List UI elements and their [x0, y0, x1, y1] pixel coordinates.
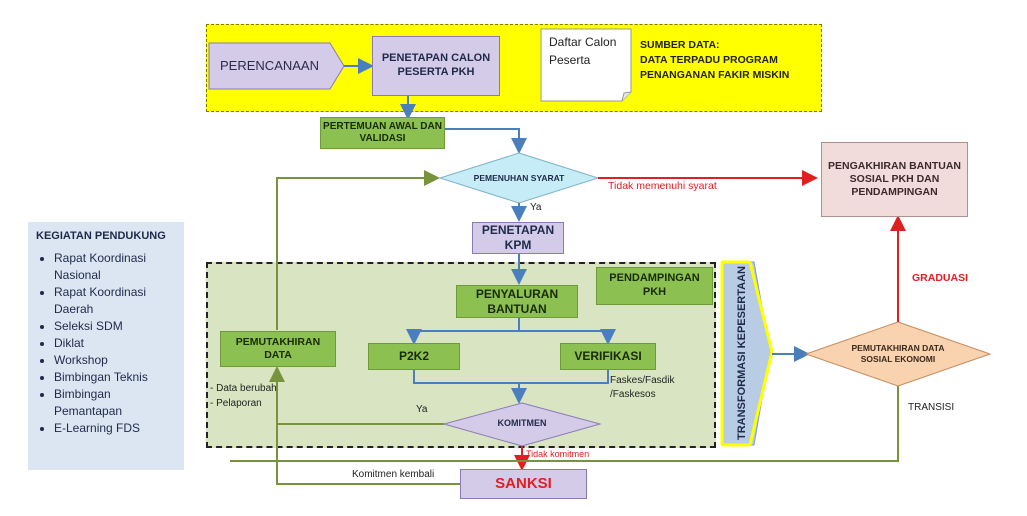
pemutakhiran-data-box: PEMUTAKHIRAN DATA	[220, 331, 336, 367]
ya-label-2: Ya	[416, 404, 428, 415]
list-item: Workshop	[54, 352, 176, 369]
pemutakhiran-note-1: - Data berubah	[210, 383, 277, 394]
list-item: Bimbingan Teknis	[54, 369, 176, 386]
kegiatan-pendukung-panel: KEGIATAN PENDUKUNG Rapat Koordinasi Nasi…	[28, 222, 184, 470]
penyaluran-box: PENYALURAN BANTUAN	[456, 285, 578, 318]
verifikasi-box: VERIFIKASI	[560, 343, 656, 370]
pemutakhiran-sosek-label: PEMUTAKHIRAN DATA SOSIAL EKONOMI	[851, 343, 945, 364]
list-item: Rapat Koordinasi Nasional	[54, 250, 176, 284]
list-item: Bimbingan Pemantapan	[54, 386, 176, 420]
transformasi-label: TRANSFORMASI KEPESERTAAN	[736, 266, 748, 440]
pemutakhiran-note-2: - Pelaporan	[210, 398, 262, 409]
kegiatan-list: Rapat Koordinasi Nasional Rapat Koordina…	[36, 250, 176, 437]
perencanaan-shape	[208, 42, 345, 90]
ya-label-1: Ya	[530, 202, 542, 213]
list-item: Diklat	[54, 335, 176, 352]
pengakhiran-box: PENGAKHIRAN BANTUAN SOSIAL PKH DAN PENDA…	[821, 142, 968, 217]
graduasi-label: GRADUASI	[912, 272, 969, 284]
sumber-data-label: SUMBER DATA: DATA TERPADU PROGRAM PENANG…	[640, 39, 790, 81]
komitmen-label: KOMITMEN	[497, 418, 547, 429]
p2k2-box: P2K2	[368, 343, 460, 370]
sanksi-box: SANKSI	[460, 469, 587, 499]
komitmen-kembali-label: Komitmen kembali	[352, 469, 435, 480]
pendampingan-pkh-box: PENDAMPINGAN PKH	[596, 267, 713, 305]
pemenuhan-label: PEMENUHAN SYARAT	[473, 172, 565, 183]
penetapan-kpm-box: PENETAPAN KPM	[472, 222, 564, 254]
kegiatan-pendukung-title: KEGIATAN PENDUKUNG	[36, 230, 166, 242]
penetapan-calon-box: PENETAPAN CALON PESERTA PKH	[372, 36, 500, 96]
transisi-label: TRANSISI	[908, 402, 955, 413]
list-item: Seleksi SDM	[54, 318, 176, 335]
pertemuan-awal-box: PERTEMUAN AWAL DAN VALIDASI	[320, 117, 445, 149]
pemutakhiran-sosek-diamond	[804, 321, 992, 387]
tidak-komitmen-label: Tidak komitmen	[526, 449, 590, 459]
list-item: E-Learning FDS	[54, 420, 176, 437]
tidak-memenuhi-label: Tidak memenuhi syarat	[608, 180, 717, 192]
list-item: Rapat Koordinasi Daerah	[54, 284, 176, 318]
faskes-label: Faskes/Fasdik /Faskesos	[610, 375, 675, 400]
daftar-calon-label: Daftar Calon Peserta	[549, 35, 617, 67]
perencanaan-label: PERENCANAAN	[220, 57, 319, 73]
